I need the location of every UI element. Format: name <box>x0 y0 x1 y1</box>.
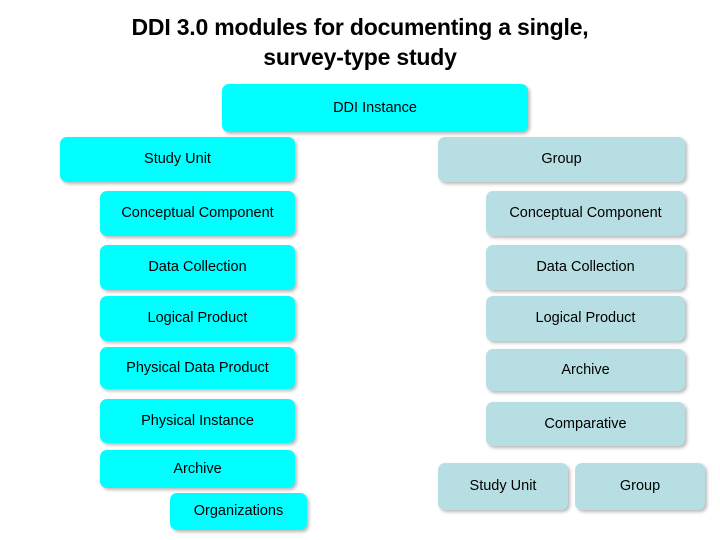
node-left-physical-instance[interactable]: Physical Instance <box>100 399 295 443</box>
node-left-conceptual-component[interactable]: Conceptual Component <box>100 191 295 236</box>
node-right-leaf-group[interactable]: Group <box>575 463 705 510</box>
node-left-study-unit[interactable]: Study Unit <box>60 137 295 182</box>
page-title-line-2: survey-type study <box>263 44 457 70</box>
node-right-logical-product[interactable]: Logical Product <box>486 296 685 341</box>
node-left-data-collection[interactable]: Data Collection <box>100 245 295 290</box>
page-title: DDI 3.0 modules for documenting a single… <box>40 12 680 72</box>
node-left-archive[interactable]: Archive <box>100 450 295 488</box>
node-right-leaf-study-unit[interactable]: Study Unit <box>438 463 568 510</box>
node-ddi-instance[interactable]: DDI Instance <box>222 84 528 132</box>
node-left-physical-data-product[interactable]: Physical Data Product <box>100 347 295 389</box>
node-right-conceptual-component[interactable]: Conceptual Component <box>486 191 685 236</box>
node-right-comparative[interactable]: Comparative <box>486 402 685 446</box>
node-right-group[interactable]: Group <box>438 137 685 182</box>
node-right-archive[interactable]: Archive <box>486 349 685 391</box>
node-right-data-collection[interactable]: Data Collection <box>486 245 685 290</box>
node-left-logical-product[interactable]: Logical Product <box>100 296 295 341</box>
page-title-line-1: DDI 3.0 modules for documenting a single… <box>131 14 589 40</box>
node-left-organizations[interactable]: Organizations <box>170 493 307 530</box>
